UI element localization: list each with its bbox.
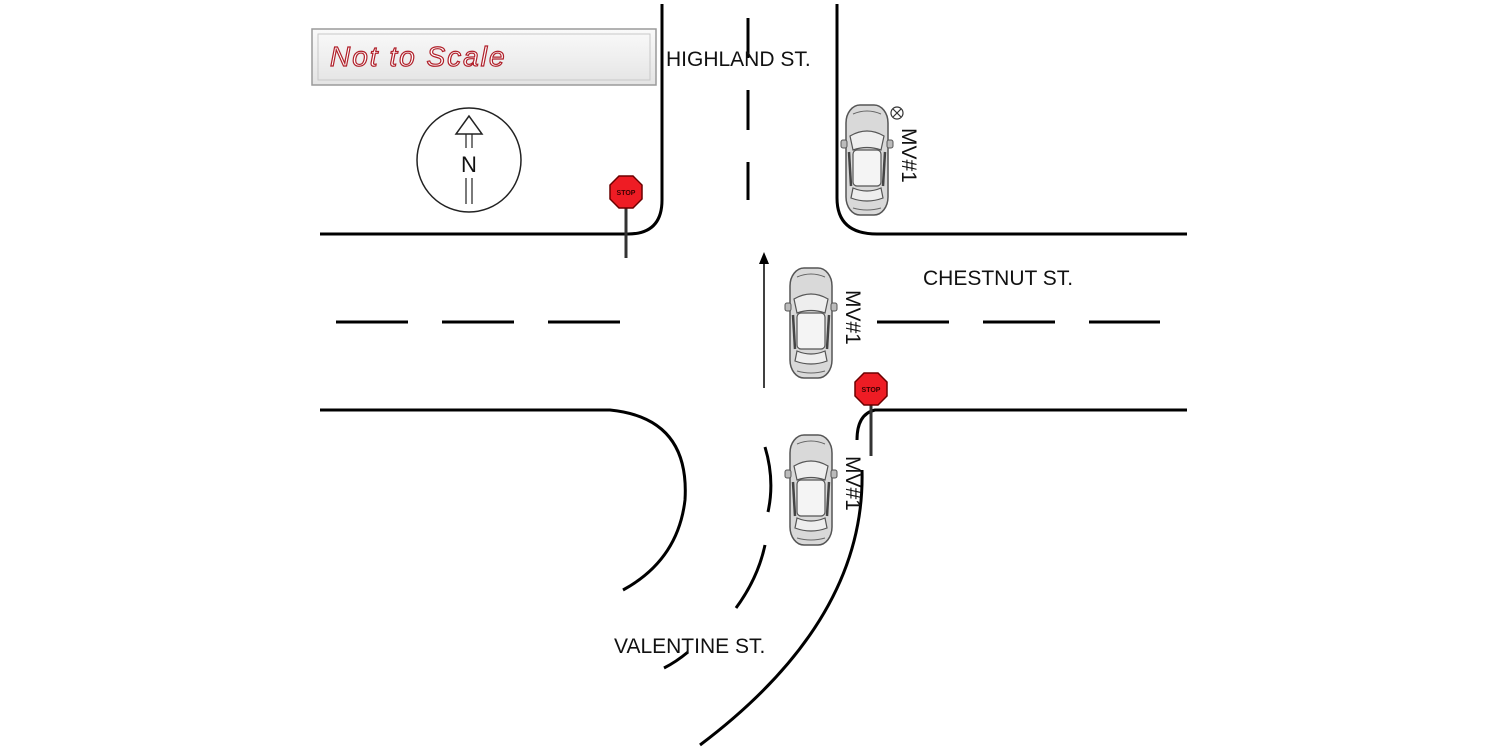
vehicle-mv1-in-intersection [783,266,839,380]
vehicle-mv1-final [839,103,904,217]
valentine-centerline-1 [763,446,773,513]
street-label-valentine: VALENTINE ST. [614,635,765,658]
stop-sign-text: STOP [617,190,636,197]
street-label-chestnut: CHESTNUT ST. [923,267,1073,290]
travel-path-arrowhead [759,252,769,264]
highland-west-edge [320,4,664,236]
north-label: N [461,152,477,177]
vehicle-label-approaching: MV#1 [841,456,864,511]
vehicle-label-final: MV#1 [897,128,920,183]
stop-sign-text: STOP [862,387,881,394]
street-label-highland: HIGHLAND ST. [666,48,811,71]
highland-east-edge [835,4,1187,236]
valentine-centerline-2 [734,544,767,609]
chestnut-south-edge-east [855,408,1187,441]
stop-sign-northwest: STOP [609,175,643,258]
not-to-scale-box: Not to Scale [311,28,657,86]
scale-note: Not to Scale [330,41,507,72]
vehicle-mv1-approaching [783,433,839,547]
stop-sign-southeast: STOP [854,372,888,456]
vehicle-label-in-intersection: MV#1 [841,290,864,345]
chestnut-south-edge-west [320,408,687,592]
north-arrow: N [416,107,522,213]
valentine-east-edge [699,469,864,747]
valentine-centerline-3 [663,650,689,670]
impact-marker-icon [890,106,904,120]
north-arrow-icon [454,114,484,135]
